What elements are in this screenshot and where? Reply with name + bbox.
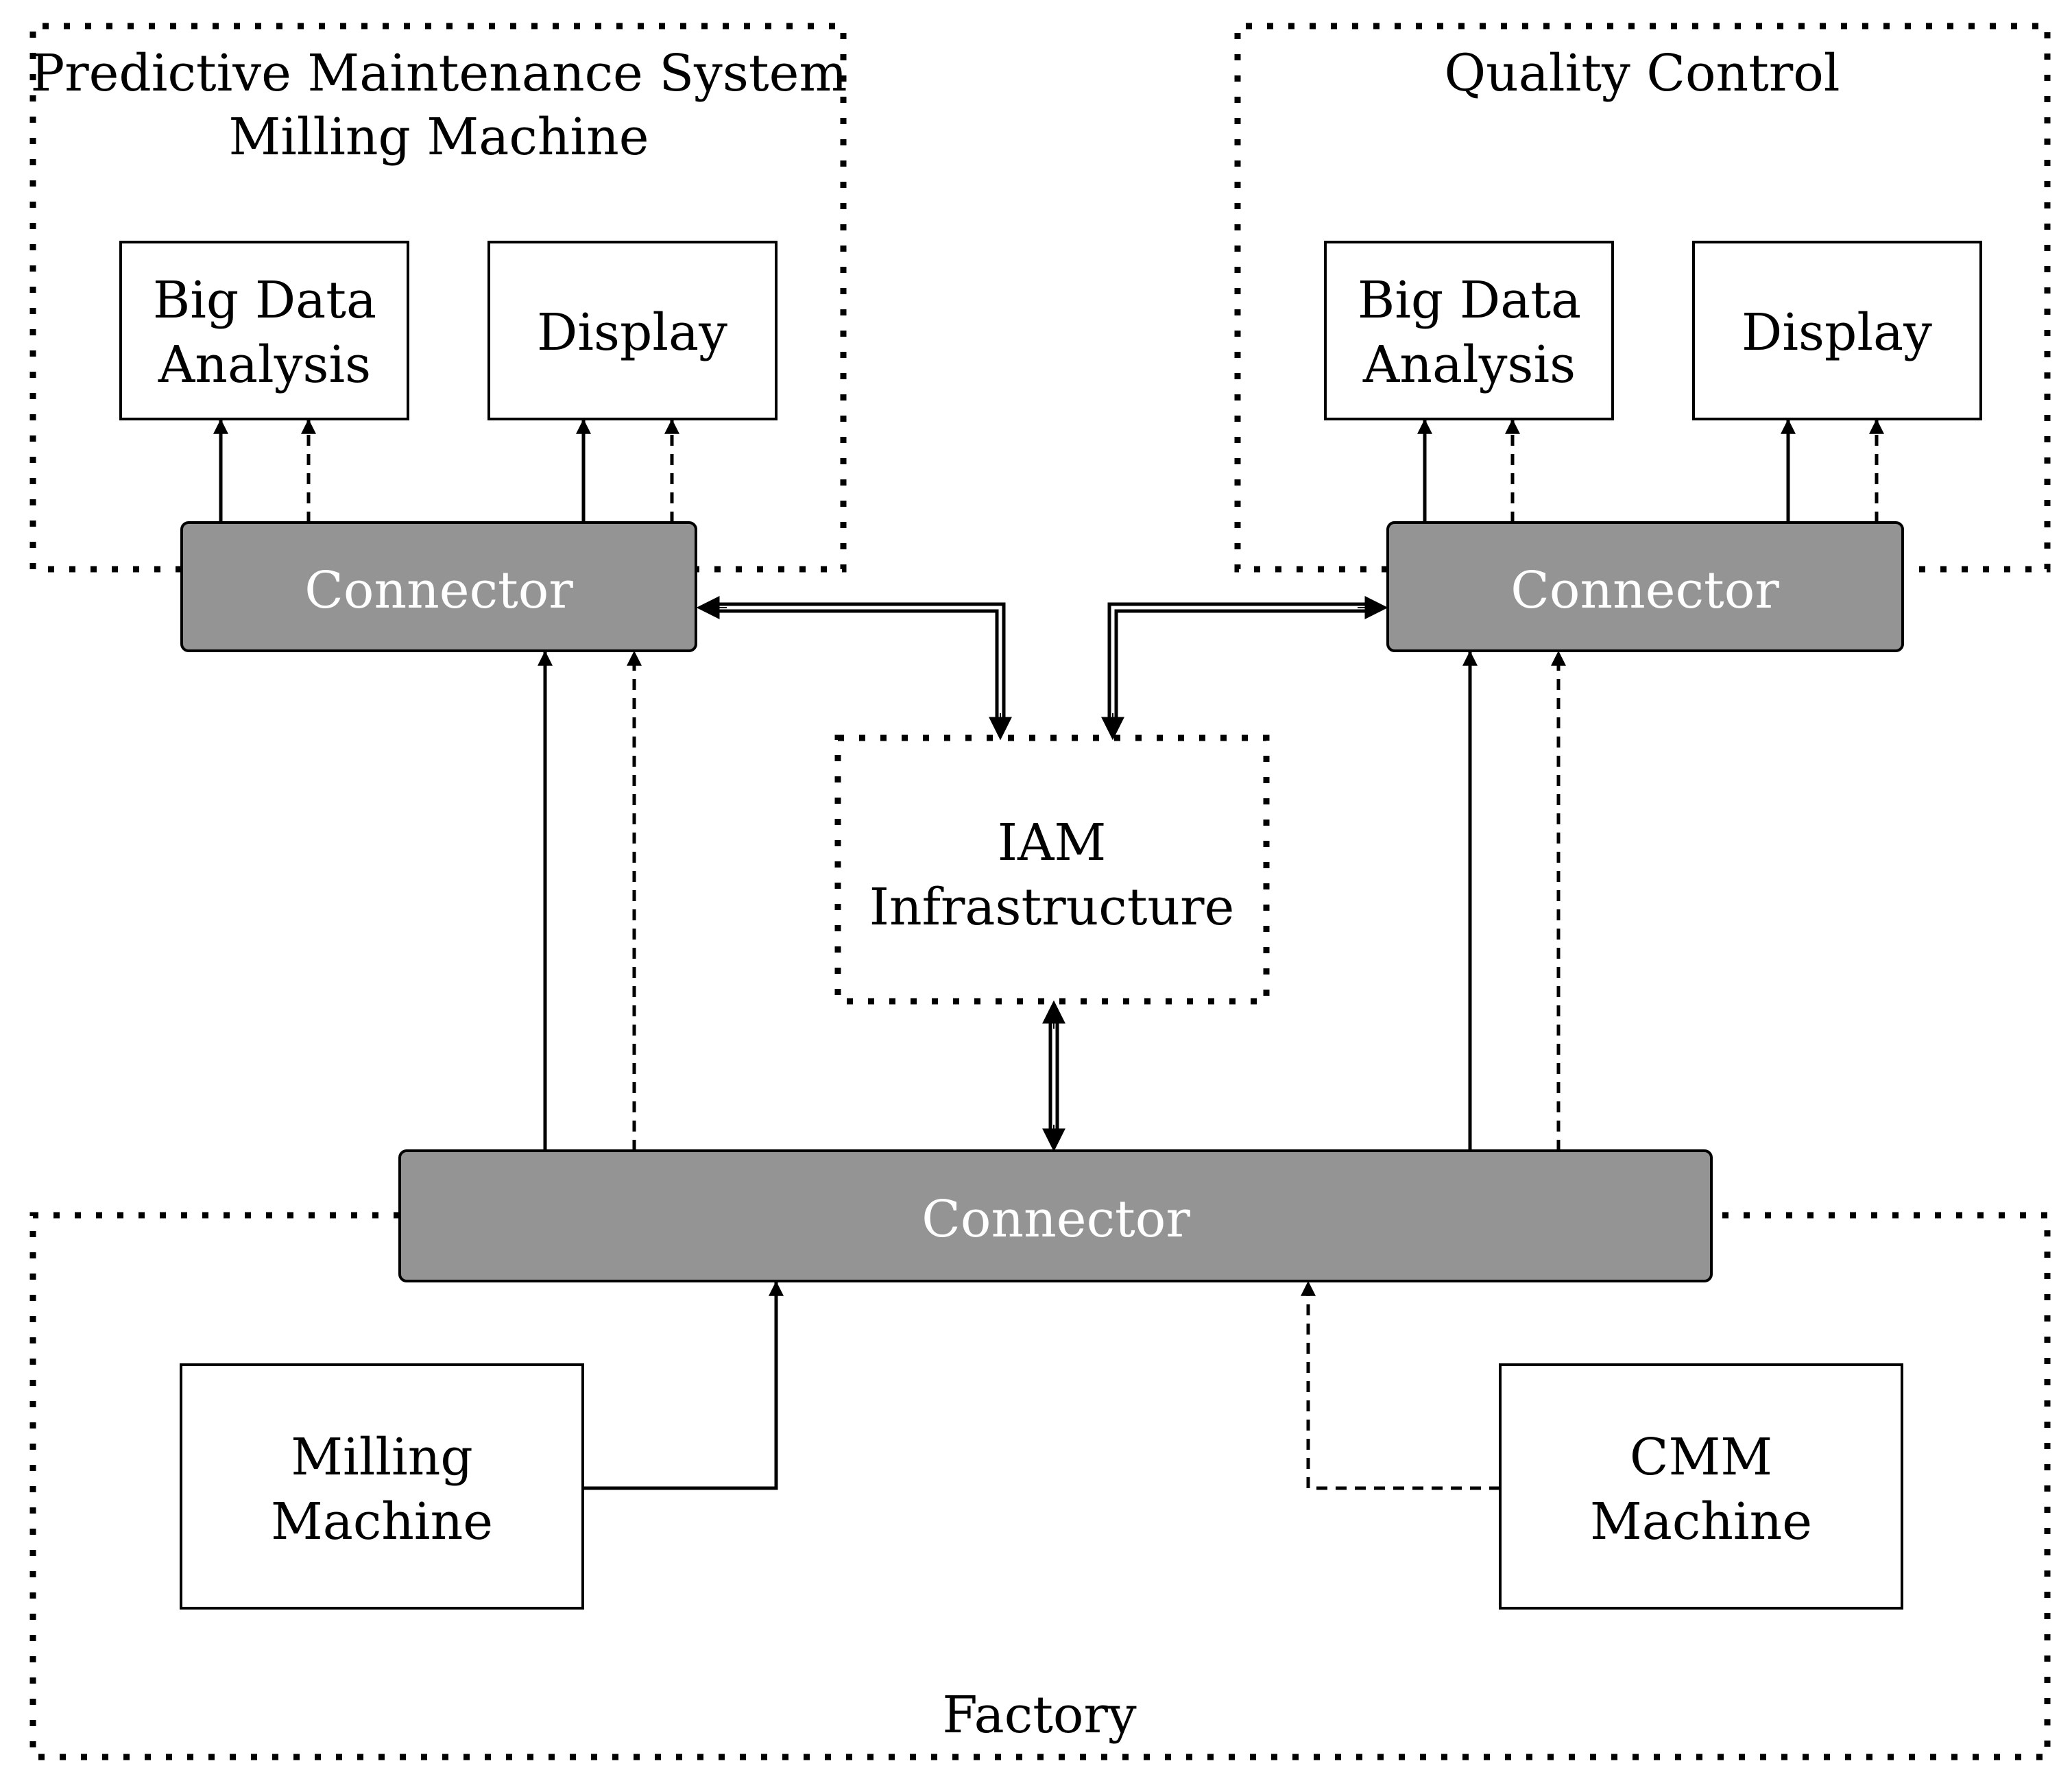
arrows-machines [583, 1280, 1500, 1490]
iam-infrastructure-box: IAM Infrastructure [834, 734, 1270, 1005]
cmm-machine-line2: Machine [1590, 1492, 1812, 1551]
bottom-connector: Connector [398, 1149, 1713, 1282]
left-big-data-line2: Analysis [158, 335, 371, 394]
group-factory: Factory [29, 1212, 2051, 1760]
right-connector-label: Connector [1510, 561, 1779, 620]
arrows-right-top [1417, 418, 1884, 523]
right-big-data-line1: Big Data [1358, 271, 1581, 330]
group-predictive-maintenance: Predictive Maintenance System Milling Ma… [29, 23, 847, 573]
arrows-left-top [213, 418, 679, 523]
iam-label-line1: IAM [998, 813, 1106, 872]
group-title-line1: Predictive Maintenance System [30, 44, 847, 103]
milling-machine-line2: Machine [271, 1492, 493, 1551]
group-quality-control: Quality Control [1234, 23, 2051, 573]
left-big-data-line1: Big Data [153, 271, 376, 330]
arrow-cmm-to-connector [1301, 1280, 1500, 1490]
right-big-data-line2: Analysis [1362, 335, 1576, 394]
right-display-label: Display [1742, 303, 1932, 362]
bottom-connector-label: Connector [921, 1190, 1190, 1249]
left-big-data-box: Big Data Analysis [119, 241, 409, 420]
left-connector: Connector [180, 521, 697, 652]
cmm-machine-line1: CMM [1630, 1428, 1772, 1487]
milling-machine-line1: Milling [291, 1428, 472, 1487]
iam-label-line2: Infrastructure [869, 878, 1235, 937]
group-title: Quality Control [1444, 44, 1840, 103]
arrows-bottom-up [538, 650, 1566, 1151]
right-big-data-box: Big Data Analysis [1324, 241, 1614, 420]
left-connector-label: Connector [304, 561, 573, 620]
arrows-iam-links [696, 596, 1388, 1152]
right-connector: Connector [1386, 521, 1904, 652]
left-display-label: Display [537, 303, 727, 362]
right-display-box: Display [1692, 241, 1982, 420]
group-title-line2: Milling Machine [228, 108, 649, 167]
arrow-milling-to-connector [583, 1280, 784, 1490]
milling-machine-box: Milling Machine [180, 1363, 584, 1610]
group-title: Factory [942, 1686, 1137, 1745]
left-display-box: Display [487, 241, 778, 420]
cmm-machine-box: CMM Machine [1499, 1363, 1903, 1610]
